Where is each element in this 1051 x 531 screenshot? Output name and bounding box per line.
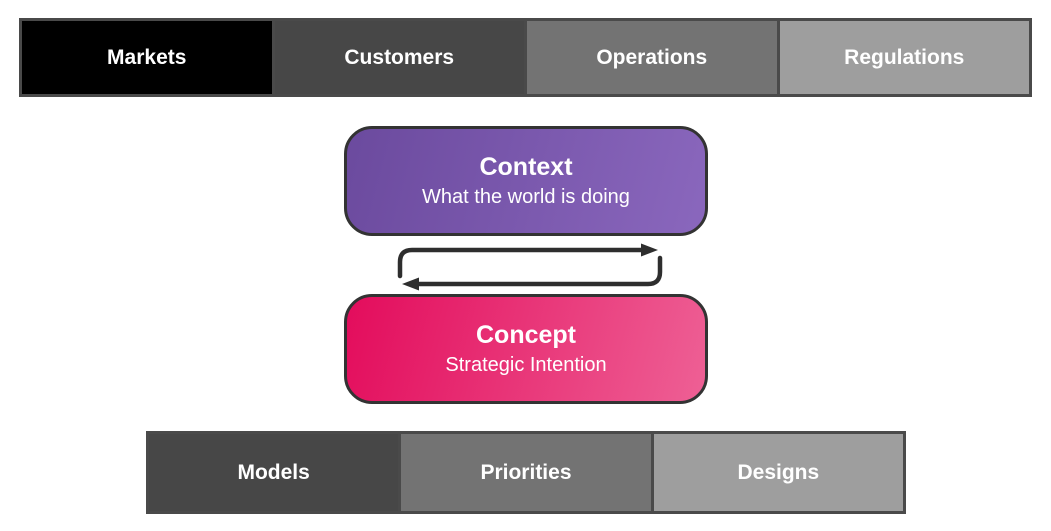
bar-segment-operations: Operations bbox=[524, 21, 777, 94]
cycle-arrows-icon bbox=[397, 243, 663, 291]
bar-segment-priorities: Priorities bbox=[398, 434, 651, 511]
bar-segment-designs: Designs bbox=[650, 434, 903, 511]
concept-box-subtitle: Strategic Intention bbox=[445, 354, 607, 377]
bar-segment-label: Operations bbox=[596, 45, 708, 69]
bar-segment-label: Markets bbox=[107, 45, 187, 69]
bar-segment-label: Priorities bbox=[480, 460, 572, 484]
bar-segment-customers: Customers bbox=[271, 21, 524, 94]
bar-segment-label: Customers bbox=[344, 45, 455, 69]
context-box-subtitle: What the world is doing bbox=[422, 186, 630, 209]
bar-segment-label: Designs bbox=[737, 460, 820, 484]
concept-box-title: Concept bbox=[476, 320, 576, 349]
concept-box: Concept Strategic Intention bbox=[344, 294, 708, 404]
bar-segment-regulations: Regulations bbox=[776, 21, 1029, 94]
context-box-title: Context bbox=[479, 152, 573, 181]
bar-segment-markets: Markets bbox=[22, 21, 272, 94]
environment-bar: Markets Customers Operations Regulations bbox=[19, 18, 1032, 97]
bar-segment-label: Regulations bbox=[844, 45, 965, 69]
bar-segment-label: Models bbox=[237, 460, 310, 484]
output-bar: Models Priorities Designs bbox=[146, 431, 906, 514]
context-box: Context What the world is doing bbox=[344, 126, 708, 236]
bar-segment-models: Models bbox=[149, 434, 399, 511]
